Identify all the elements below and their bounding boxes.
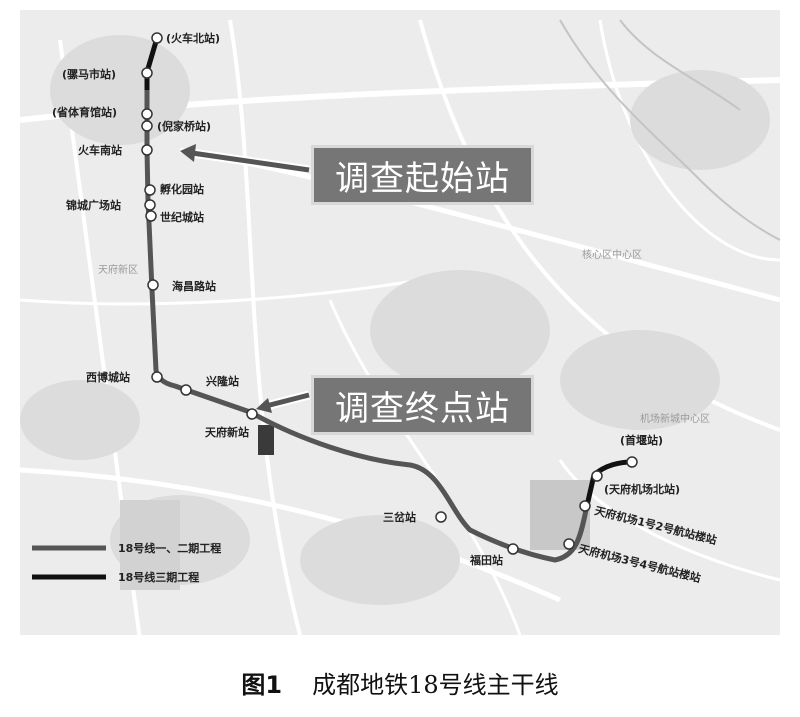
station-markers (141, 32, 638, 555)
station-sancha (435, 511, 447, 523)
label-fuhuayuan: 孵化园站 (160, 182, 204, 196)
station-airport-t34 (563, 538, 575, 550)
station-tianfuxin (246, 408, 258, 420)
legend-label-phase3: 18号线三期工程 (118, 570, 199, 584)
label-jinchengguangchang: 锦城广场站 (66, 198, 121, 212)
station-jumashi (141, 67, 153, 79)
label-xibocheng: 西博城站 (86, 370, 130, 384)
station-airport-t12 (579, 500, 591, 512)
station-haichanglu (147, 279, 159, 291)
label-huochenan: 火车南站 (78, 143, 122, 157)
station-huochebei (151, 32, 163, 44)
label-shouzhan: (首堰站) (620, 433, 663, 447)
station-shouzhan (626, 456, 638, 468)
terrain-shading (20, 35, 770, 605)
area-label-airport: 机场新城中心区 (640, 412, 710, 425)
callout-arrow-start (180, 144, 310, 175)
label-airport-north: (天府机场北站) (604, 482, 680, 496)
label-sancha: 三岔站 (383, 510, 416, 524)
line-18-phase12 (144, 90, 589, 563)
station-xibocheng (151, 371, 163, 383)
river (559, 19, 781, 241)
legend-label-phase12: 18号线一、二期工程 (118, 541, 221, 555)
label-shijicheng: 世纪城站 (160, 210, 204, 224)
callout-survey-start: 调查起始站 (311, 145, 534, 205)
label-jumashi: (骡马市站) (62, 67, 116, 81)
label-xinglong: 兴隆站 (206, 374, 239, 388)
figure-number: 图1 (241, 671, 283, 699)
station-fuhuayuan (144, 184, 156, 196)
station-shijicheng (145, 210, 157, 222)
station-huochenan (141, 144, 153, 156)
label-nijiaqiao: (倪家桥站) (157, 119, 211, 133)
figure-title: 成都地铁18号线主干线 (312, 671, 559, 699)
construction-block (258, 425, 274, 455)
figure-caption: 图1 成都地铁18号线主干线 (0, 665, 800, 700)
station-shengtiyuguan (141, 108, 153, 120)
area-label-tianfu: 天府新区 (98, 263, 138, 276)
label-haichanglu: 海昌路站 (172, 279, 216, 293)
label-fuzhou: 福田站 (469, 553, 503, 567)
station-xinglong (180, 384, 192, 396)
label-tianfuxin: 天府新站 (205, 425, 249, 439)
area-label-district: 核心区中心区 (582, 248, 642, 261)
label-shengtiyuguan: (省体育馆站) (52, 105, 117, 119)
station-airport-north (591, 470, 603, 482)
callout-arrow-end (256, 390, 311, 413)
label-huochebei: (火车北站) (166, 31, 220, 45)
station-nijiaqiao (141, 120, 153, 132)
callout-survey-end: 调查终点站 (311, 375, 534, 435)
legend: 18号线一、二期工程 18号线三期工程 (32, 541, 221, 584)
station-fuzhou (507, 543, 519, 555)
station-jinchengguangchang (144, 199, 156, 211)
